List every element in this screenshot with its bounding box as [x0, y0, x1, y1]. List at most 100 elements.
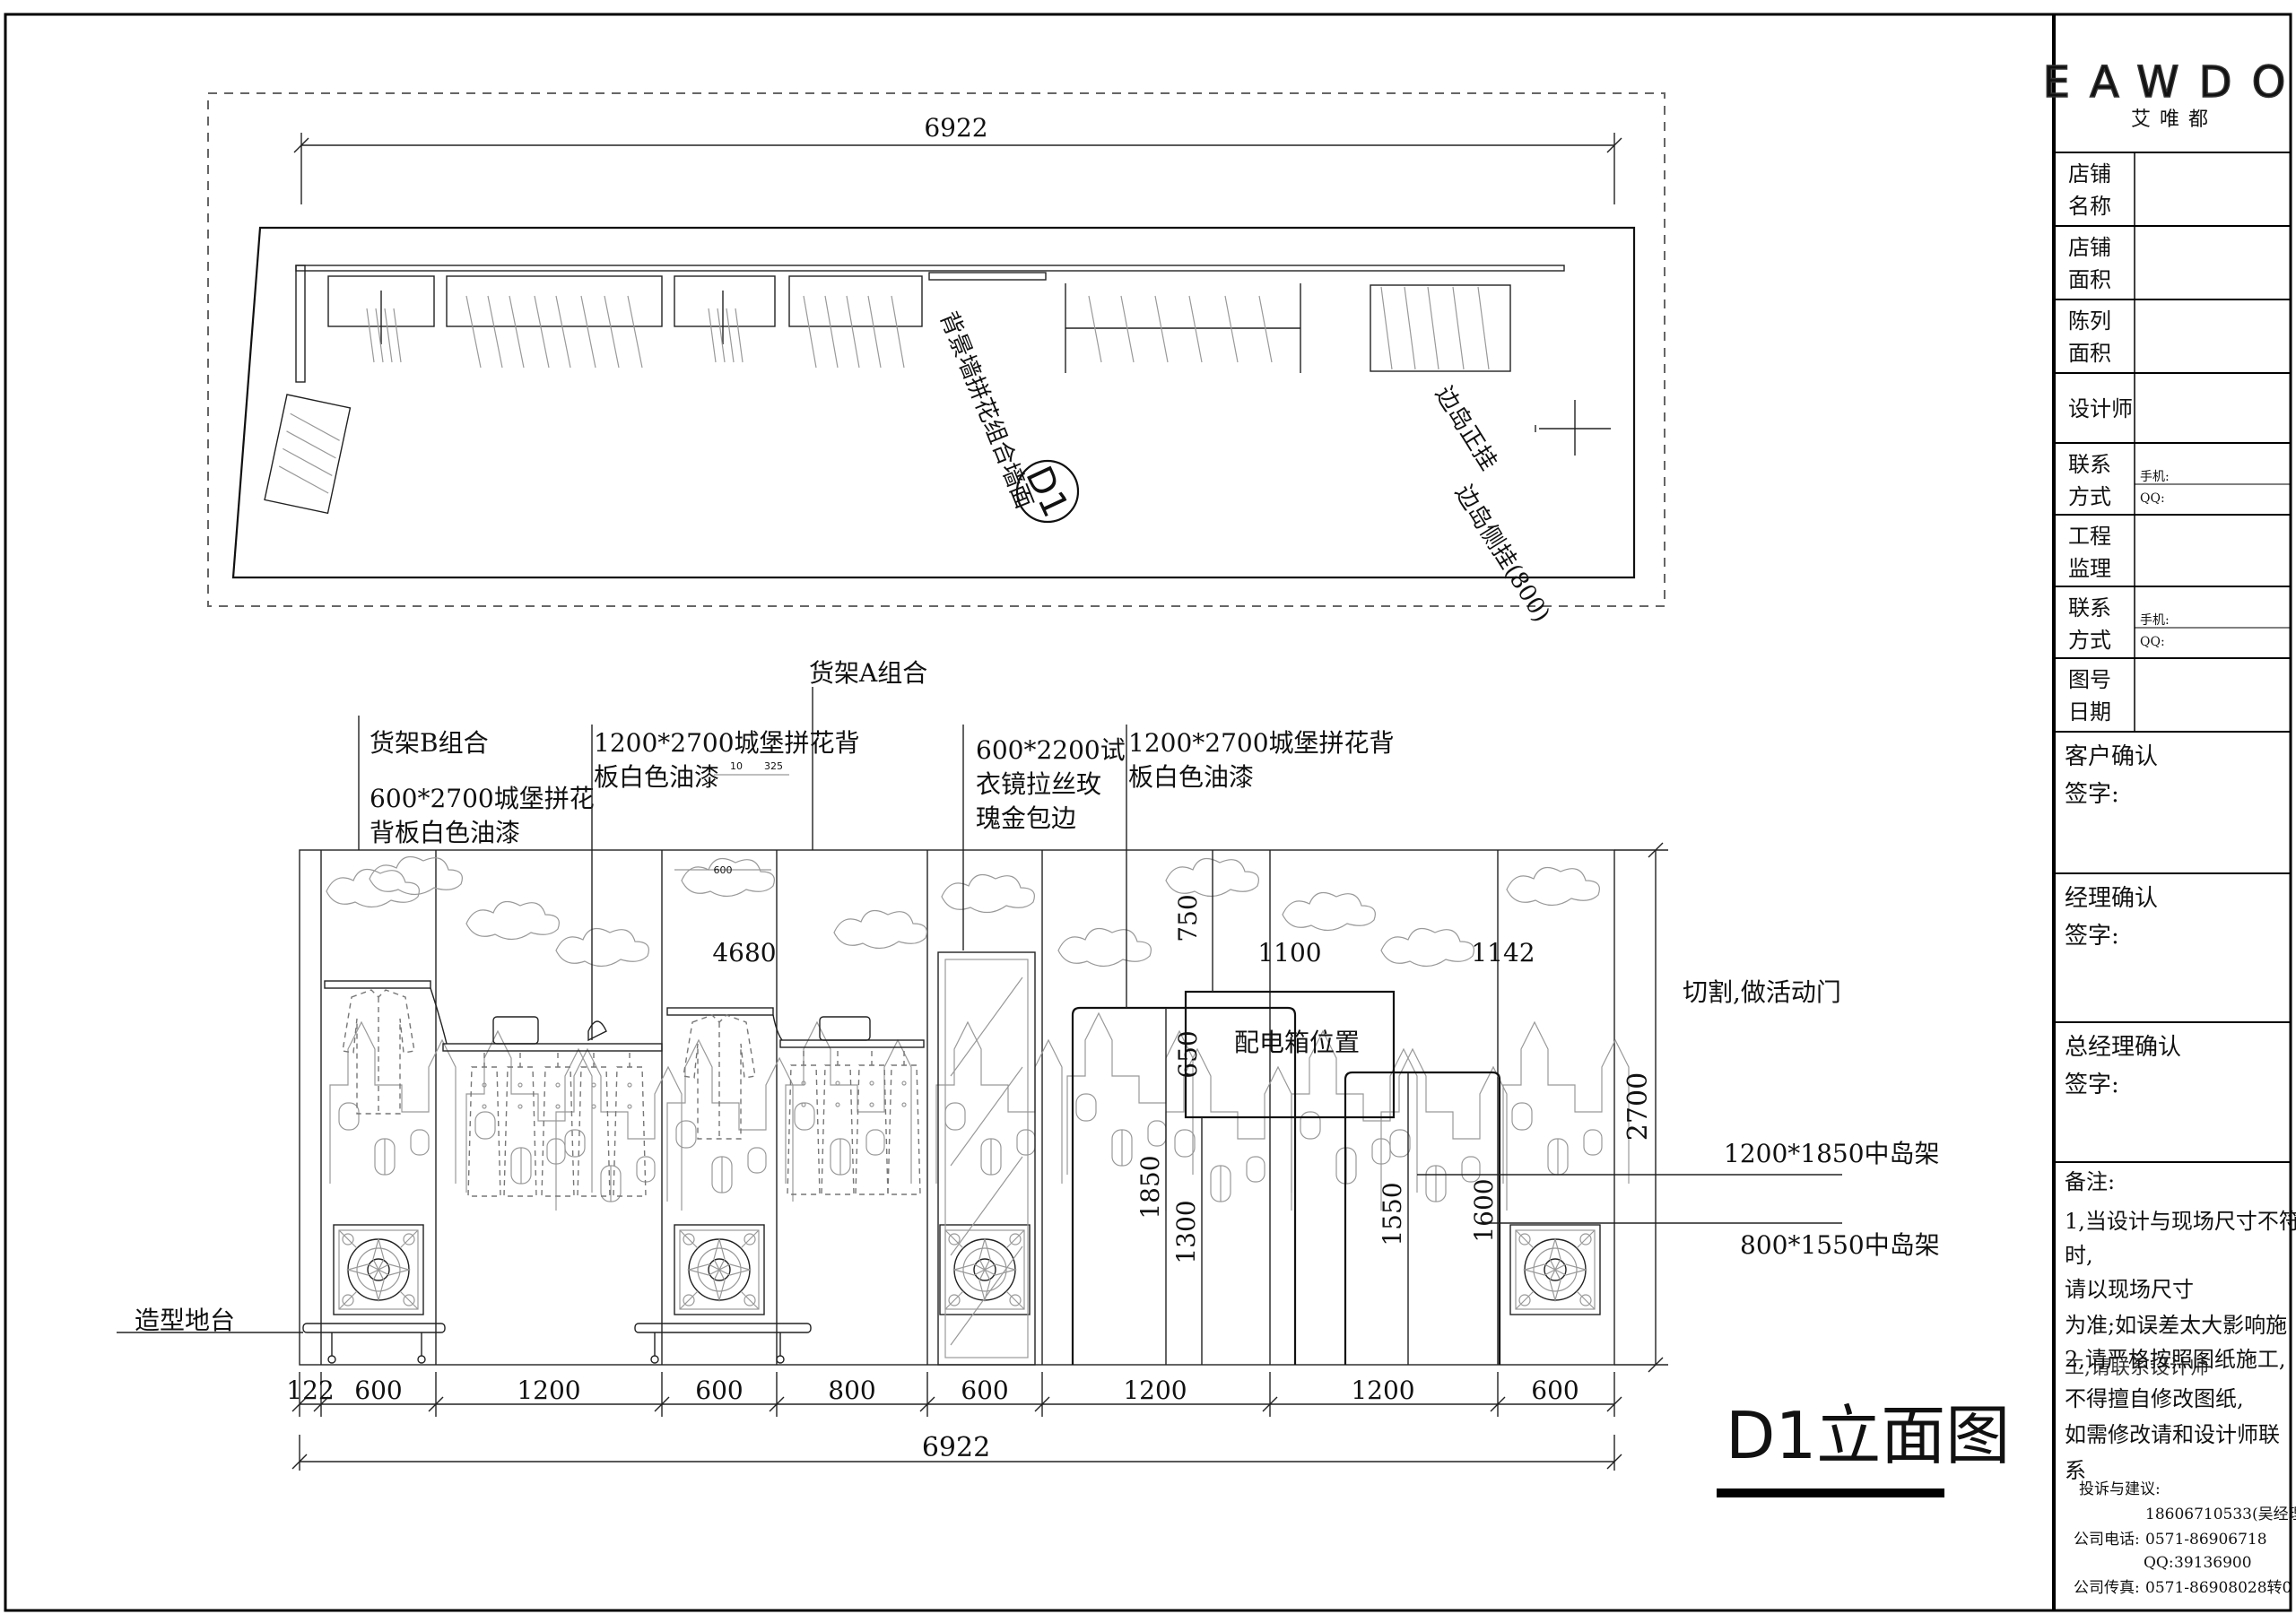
phone-label: 手机:	[2140, 470, 2170, 484]
callouts: 货架A组合 货架B组合 600*2700城堡拼花 背板白色油漆 1200*270…	[117, 658, 1940, 1335]
note-line: 2,请严格按照图纸施工,	[2065, 1347, 2286, 1372]
plan-dashed-outline	[207, 92, 1665, 607]
rosette-panels	[333, 1224, 1601, 1315]
callout-mirror-1: 600*2200试	[976, 735, 1126, 765]
dim-bottom: 122	[286, 1376, 334, 1405]
note-line: 系	[2065, 1458, 2086, 1483]
callout-panel1200a-2: 板白色油漆	[594, 762, 719, 792]
title-block-label: 联系	[2068, 452, 2111, 477]
logo-subtitle: 艾唯都	[2131, 108, 2217, 131]
company-contact: 投诉与建议: 18606710533(吴经理) 公司电话: 0571-86906…	[2074, 1480, 2296, 1597]
qq-label: QQ:	[2144, 1554, 2174, 1572]
fitting-mirror	[937, 951, 1036, 1366]
dim-bottom: 1200	[1123, 1376, 1187, 1405]
dim-total: 6922	[922, 1432, 990, 1463]
dim-bottom: 800	[828, 1376, 875, 1405]
title-block-label: 工程	[2068, 524, 2111, 549]
drawing-title-text: D1立面图	[1726, 1398, 2010, 1473]
panel-dividers	[320, 850, 1499, 1365]
title-block-label: 店铺	[2068, 235, 2111, 260]
title-block-label: 联系	[2068, 595, 2111, 621]
complaint-phone: 18606710533(吴经理)	[2145, 1506, 2296, 1523]
castle-pattern	[329, 1012, 1630, 1211]
callout-panel600-1: 600*2700城堡拼花	[370, 784, 595, 813]
inner-dimensions: 4680 750 1100 1142 650 2700 1850 1300 15…	[712, 842, 1668, 1373]
callout-rack-b: 货架B组合	[370, 728, 489, 758]
dim-1550: 1550	[1378, 1182, 1407, 1245]
fax-label: 公司传真:	[2074, 1579, 2140, 1597]
dim-bottom: 1200	[1351, 1376, 1414, 1405]
shelves	[324, 980, 925, 1052]
qq-label: QQ:	[2140, 635, 2165, 649]
drawing-title: D1立面图	[1717, 1398, 2010, 1497]
title-block: EAWDO 艾唯都 店铺名称店铺面积陈列面积设计师联系方式手机:QQ:工程监理联…	[2042, 56, 2296, 1597]
dim-bottom: 600	[695, 1376, 743, 1405]
plan-label-side-rack: 边岛侧挂(800)	[1449, 481, 1555, 627]
notes: 备注: 1,当设计与现场尺寸不符 时, 请以现场尺寸 为准;如误差太大影响施 2…	[2065, 1169, 2296, 1483]
phone-label: 手机:	[2140, 613, 2170, 628]
dim-bottom: 600	[961, 1376, 1008, 1405]
dim-1142: 1142	[1471, 938, 1535, 968]
title-block-label: 方式	[2068, 484, 2111, 509]
callout-mirror-2: 衣镜拉丝玫	[976, 769, 1101, 799]
callout-panel1200b-1: 1200*2700城堡拼花背	[1128, 728, 1395, 758]
note-line: 为准;如误差太大影响施	[2065, 1313, 2287, 1338]
note-line: 请以现场尺寸	[2065, 1277, 2194, 1302]
note-line: 1,当设计与现场尺寸不符	[2065, 1209, 2296, 1234]
note-line: 不得擅自修改图纸,	[2065, 1386, 2244, 1411]
callout-cut-door: 切割,做活动门	[1683, 977, 1841, 1007]
dim-bottom: 600	[1531, 1376, 1578, 1405]
approval-sign: 签字:	[2065, 1072, 2119, 1098]
note-overlap: 工,请联系设计师	[2065, 1357, 2209, 1379]
tel-value: 0571-86906718	[2145, 1531, 2267, 1549]
electric-box	[1184, 990, 1396, 1119]
tel-label: 公司电话:	[2074, 1531, 2140, 1549]
qq-label: QQ:	[2140, 491, 2165, 506]
title-block-rows: 店铺名称店铺面积陈列面积设计师联系方式手机:QQ:工程监理联系方式手机:QQ:图…	[2054, 152, 2291, 733]
bottom-dimensions: 122 600 1200 600 800 600 1200 1200 600 6…	[286, 1372, 1622, 1471]
callout-panel1200b-2: 板白色油漆	[1128, 762, 1254, 792]
callout-platform: 造型地台	[135, 1306, 235, 1335]
angled-rack	[264, 394, 352, 515]
small-dim-10: 10	[730, 760, 743, 772]
title-block-label: 方式	[2068, 628, 2111, 653]
hanging-clothes	[342, 989, 921, 1197]
note-line: 时,	[2065, 1243, 2093, 1268]
callout-panel600-2: 背板白色油漆	[370, 818, 520, 847]
dim-4680: 4680	[712, 938, 776, 968]
approval-label: 客户确认	[2065, 743, 2158, 770]
island-rack-1200	[1071, 1006, 1297, 1365]
title-block-label: 陈列	[2068, 308, 2111, 334]
callout-island-800: 800*1550中岛架	[1740, 1230, 1940, 1260]
callout-rack-a: 货架A组合	[809, 658, 927, 688]
dim-bottom: 600	[354, 1376, 402, 1405]
dim-2700: 2700	[1622, 1072, 1654, 1141]
complaint-label: 投诉与建议:	[2079, 1480, 2161, 1498]
approval-label: 总经理确认	[2065, 1034, 2181, 1061]
callout-mirror-3: 瑰金包边	[976, 803, 1076, 833]
dim-650: 650	[1173, 1030, 1203, 1078]
approval-label: 经理确认	[2065, 885, 2158, 912]
logo-text: EAWDO	[2043, 57, 2296, 108]
callout-island-1200: 1200*1850中岛架	[1724, 1139, 1940, 1168]
dim-750: 750	[1173, 894, 1203, 942]
notes-title: 备注:	[2065, 1169, 2115, 1194]
plan-view: 6922	[207, 92, 1665, 627]
dim-bottom: 1200	[517, 1376, 580, 1405]
note-line: 如需修改请和设计师联	[2065, 1422, 2280, 1447]
title-block-label: 设计师	[2068, 396, 2133, 421]
small-dim-325: 325	[764, 760, 783, 772]
dim-1600: 1600	[1469, 1178, 1499, 1242]
title-block-label: 日期	[2068, 699, 2111, 725]
title-block-label: 面积	[2068, 267, 2111, 292]
title-block-label: 监理	[2068, 556, 2111, 581]
view-marker-d1: D1	[1015, 459, 1080, 524]
approval-sign: 签字:	[2065, 923, 2119, 950]
title-block-label: 图号	[2068, 667, 2111, 692]
dim-1850: 1850	[1135, 1155, 1165, 1219]
qq-value: 39136900	[2174, 1554, 2252, 1572]
approval-sign: 签字:	[2065, 781, 2119, 808]
dim-1300: 1300	[1171, 1200, 1201, 1263]
